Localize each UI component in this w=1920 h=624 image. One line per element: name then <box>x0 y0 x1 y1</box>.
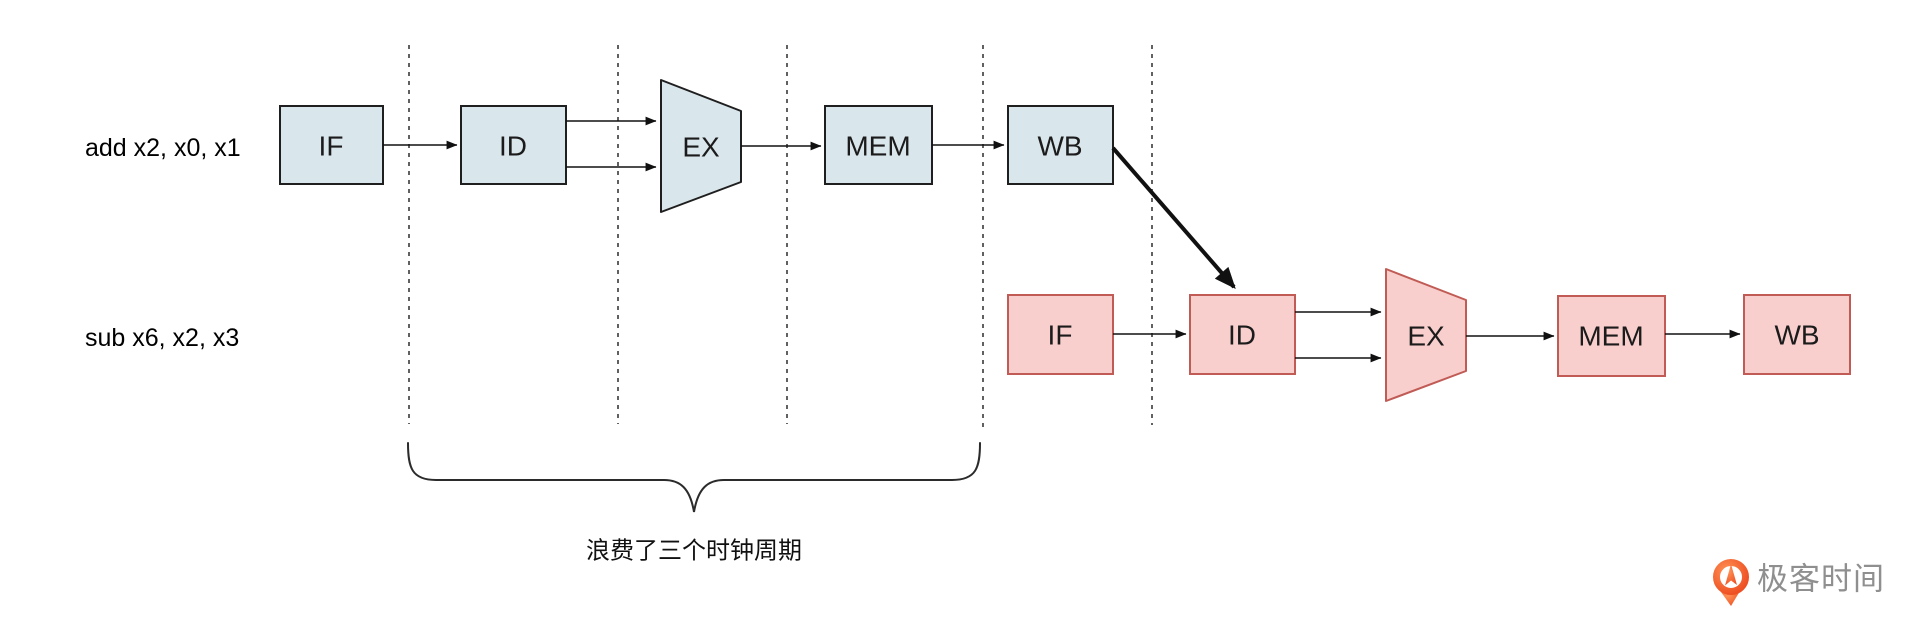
stage-box-add-if <box>279 105 384 185</box>
stage-box-add-mem <box>824 105 933 185</box>
stage-label-add-ex: EX <box>682 132 720 163</box>
stage-label-add-mem: MEM <box>845 131 910 162</box>
geektime-logo-icon <box>1713 559 1749 606</box>
stage-label-add-wb: WB <box>1037 131 1082 162</box>
wasted-cycles-brace <box>407 442 981 513</box>
stage-box-add-id <box>460 105 567 185</box>
stage-label-sub-wb: WB <box>1774 320 1819 351</box>
stage-label-sub-mem: MEM <box>1578 321 1643 352</box>
hazard-dependency-arrow <box>1111 146 1236 290</box>
stage-box-sub-mem <box>1557 295 1666 377</box>
stage-label-add-id: ID <box>499 131 527 162</box>
instruction-label-sub: sub x6, x2, x3 <box>85 324 239 352</box>
geektime-logo-text: 极客时间 <box>1757 562 1885 597</box>
stage-box-sub-ex <box>1385 268 1467 402</box>
stage-label-sub-if: IF <box>1048 320 1073 351</box>
instruction-label-add: add x2, x0, x1 <box>85 134 241 162</box>
stage-label-sub-ex: EX <box>1407 321 1445 352</box>
stage-box-sub-wb <box>1743 294 1851 375</box>
stage-box-add-wb <box>1007 105 1114 185</box>
wasted-cycles-label: 浪费了三个时钟周期 <box>586 538 802 565</box>
stage-box-sub-id <box>1189 294 1296 375</box>
stage-label-sub-id: ID <box>1228 320 1256 351</box>
stage-box-add-ex <box>660 79 742 213</box>
geektime-logo: 极客时间 <box>1713 559 1885 606</box>
stage-label-add-if: IF <box>319 131 344 162</box>
